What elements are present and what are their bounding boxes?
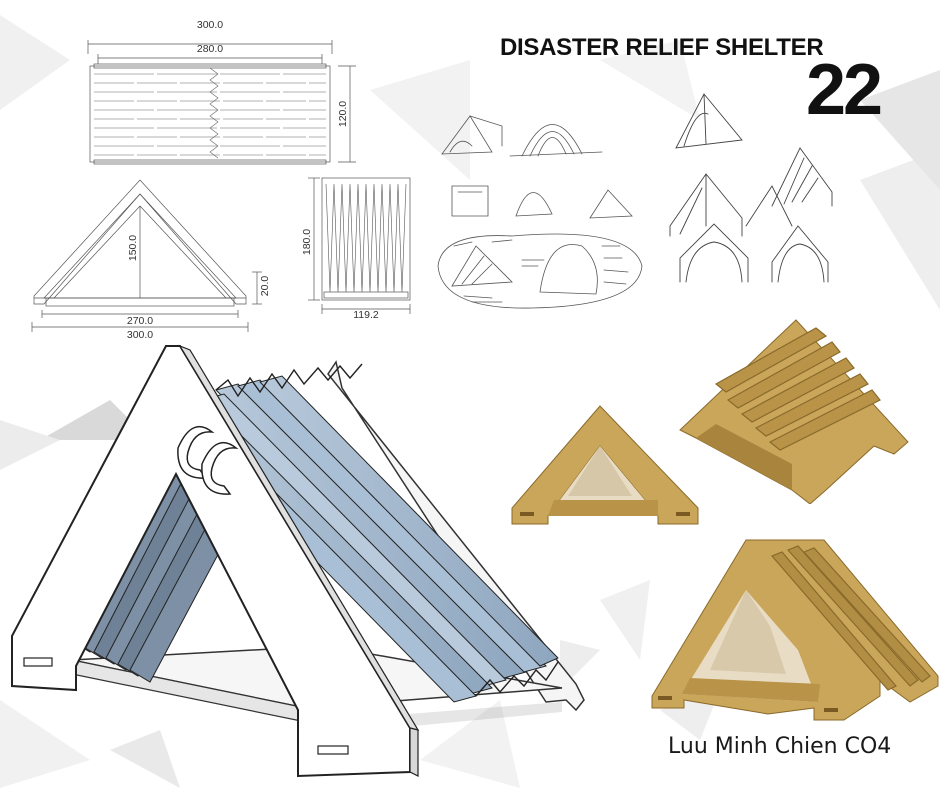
top-inner-width: 280.0 — [197, 43, 223, 55]
top-depth: 120.0 — [337, 101, 349, 127]
front-overall-width: 300.0 — [127, 329, 153, 341]
top-view-drawing: 300.0 280.0 120.0 — [87, 19, 356, 165]
top-overall-width: 300.0 — [197, 19, 223, 31]
cardboard-model-large — [651, 539, 939, 721]
poster-number: 22 — [806, 50, 883, 130]
front-height: 150.0 — [127, 235, 139, 261]
poster-title: DISASTER RELIEF SHELTER — [500, 34, 824, 61]
concept-sketches-left — [437, 115, 643, 309]
author-credit: Luu Minh Chien CO4 — [668, 734, 892, 759]
front-base-height: 20.0 — [259, 276, 271, 297]
concept-sketches-right — [669, 93, 833, 283]
front-inner-width: 270.0 — [127, 315, 153, 327]
cardboard-model-angled — [679, 319, 909, 504]
cardboard-model-front — [511, 405, 699, 525]
side-height: 180.0 — [301, 229, 313, 255]
shelter-3d-render — [11, 344, 585, 778]
side-width: 119.2 — [353, 309, 379, 320]
front-view-drawing: 150.0 20.0 270.0 300.0 — [31, 179, 271, 341]
side-view-drawing: 180.0 119.2 — [301, 177, 411, 320]
